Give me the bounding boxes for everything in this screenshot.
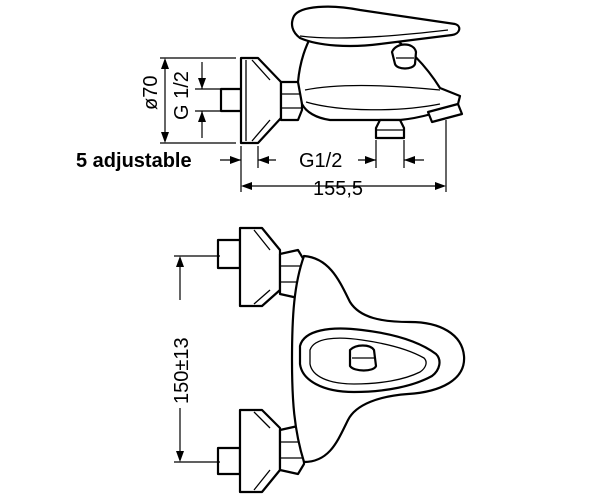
front-view: 150±13 [171,226,466,494]
inlet-thread-label: G 1/2 [171,71,193,120]
side-lever [290,5,461,48]
side-outlet-connection [374,118,406,140]
upper-inlet-stub [216,238,242,270]
lower-escutcheon [238,408,282,494]
diameter-label: ø70 [140,76,162,110]
adjustable-note: 5 adjustable [76,150,192,172]
side-view: ø70 G 1/2 5 adjustable G1/2 155,5 [76,5,464,200]
upper-escutcheon [238,226,282,308]
lower-inlet-stub [216,446,242,476]
overall-length-label: 155,5 [313,178,363,200]
center-distance-label: 150±13 [171,337,193,404]
front-lever-inner [309,337,427,385]
side-lever-knob [390,43,418,70]
side-spout-end [426,102,464,124]
side-inlet-stub [219,87,243,113]
outlet-thread-label: G1/2 [299,150,342,172]
